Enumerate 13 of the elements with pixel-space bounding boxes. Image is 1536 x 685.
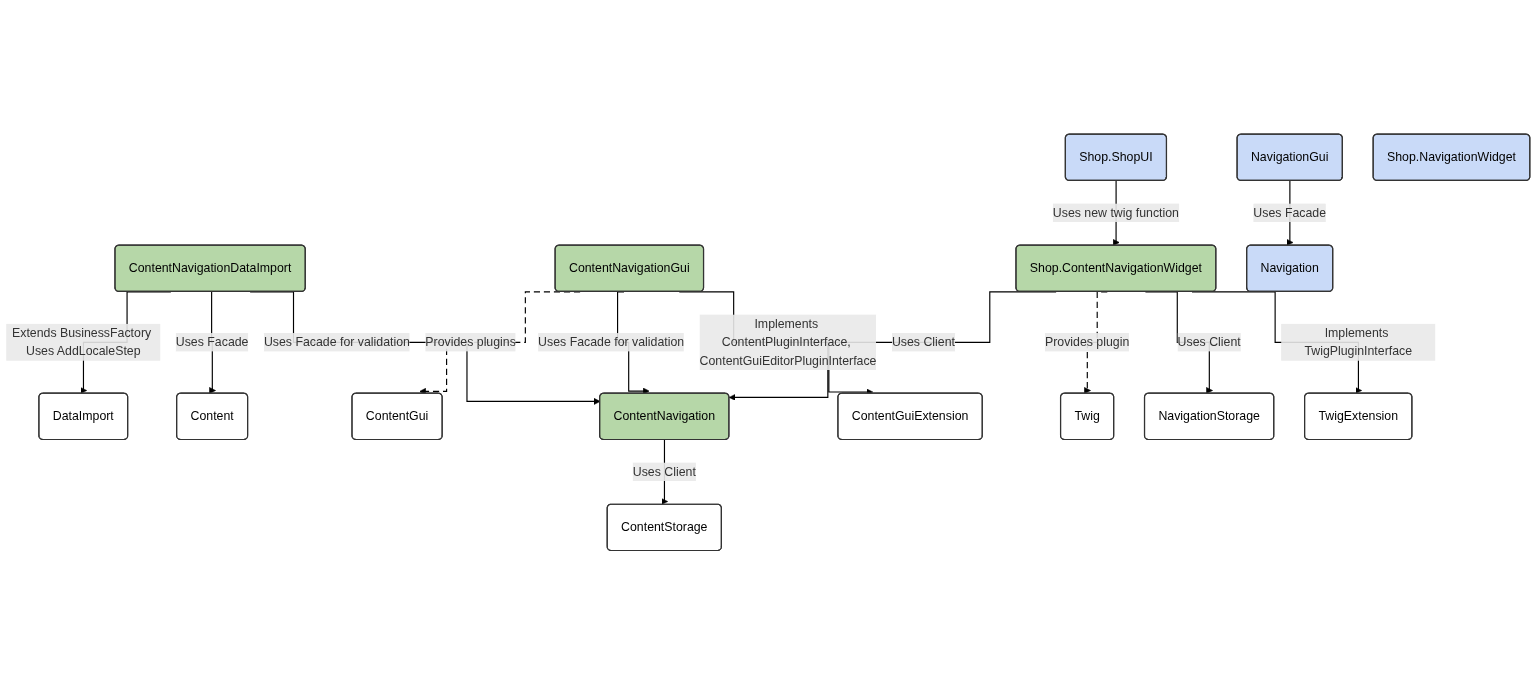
edge-label: Uses new twig function xyxy=(1052,206,1179,220)
edge-label: Uses Facade for validation xyxy=(263,335,410,349)
edge-label: Implements TwigPluginInterface xyxy=(1304,326,1413,358)
edge-label: Provides plugin xyxy=(1044,335,1130,349)
edge-label: Uses Client xyxy=(891,335,955,349)
edge-label: Uses Facade xyxy=(1253,206,1327,220)
edge-label: Uses Facade for validation xyxy=(538,335,685,349)
edge-label: Uses Client xyxy=(632,465,696,479)
edge-label: Implements ContentPluginInterface, ContentGuiEditorPluginInterface xyxy=(699,317,877,368)
edge-label: Provides plugins xyxy=(425,335,516,349)
edge-label: Extends BusinessFactory Uses AddLocaleStep xyxy=(11,326,152,358)
edge-label: Uses Client xyxy=(1177,335,1241,349)
edge-label: Uses Facade xyxy=(175,335,249,349)
